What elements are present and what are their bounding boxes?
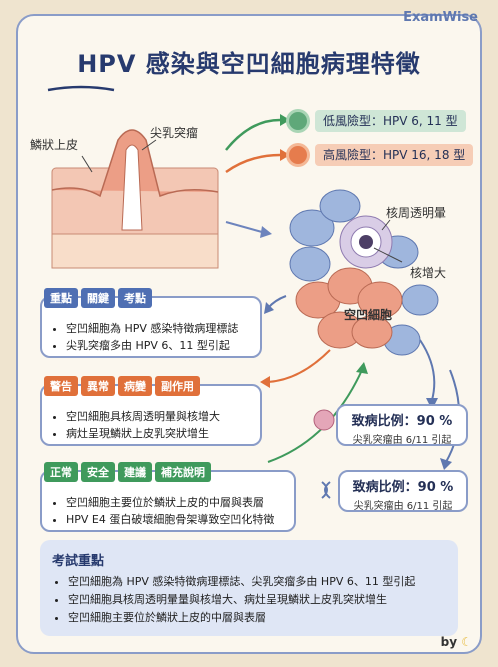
- tag: 警告: [44, 376, 78, 396]
- list-item: 空凹細胞主要位於鱗狀上皮的中層與表層: [68, 609, 446, 627]
- label-koilocyte: 空凹細胞: [344, 308, 393, 322]
- list-item: 空凹細胞為 HPV 感染特徵病理標誌、尖乳突瘤多由 HPV 6、11 型引起: [68, 573, 446, 591]
- label-nucleus: 核增大: [410, 266, 447, 280]
- tag: 補充說明: [155, 462, 211, 482]
- tag: 考點: [118, 288, 152, 308]
- ratio-box-2: 致病比例：90 % 尖乳突瘤由 6/11 引起: [338, 470, 468, 512]
- cell-cluster: [289, 189, 439, 356]
- list-item: 病灶呈現鱗狀上皮乳突狀增生: [66, 425, 252, 442]
- summary-heading: 考試重點: [52, 554, 105, 569]
- title-underline: [47, 85, 115, 92]
- ratio-value: 致病比例：90 %: [352, 480, 454, 495]
- tag: 安全: [81, 462, 115, 482]
- ratio-value: 致病比例：90 %: [351, 414, 453, 429]
- byline: by ☾: [441, 635, 472, 649]
- ratio-box-1: 致病比例：90 % 尖乳突瘤由 6/11 引起: [336, 404, 468, 446]
- warning-tags: 警告 異常 病變 副作用: [44, 376, 200, 396]
- high-risk-label: 高風險型：HPV 16, 18 型: [315, 144, 474, 166]
- tag: 建議: [118, 462, 152, 482]
- low-risk-virus-icon: [289, 112, 307, 130]
- normal-box: 正常 安全 建議 補充說明 空凹細胞主要位於鱗狀上皮的中層與表層 HPV E4 …: [40, 462, 296, 532]
- ratio-note: 尖乳突瘤由 6/11 引起: [352, 435, 452, 446]
- warning-box: 警告 異常 病變 副作用 空凹細胞具核周透明暈與核增大 病灶呈現鱗狀上皮乳突狀增…: [40, 376, 262, 446]
- key-points-box: 重點 關鍵 考點 空凹細胞為 HPV 感染特徵病理標誌 尖乳突瘤多由 HPV 6…: [40, 288, 262, 358]
- brand-logo: ExamWise: [403, 10, 478, 25]
- list-item: 尖乳突瘤多由 HPV 6、11 型引起: [66, 337, 252, 354]
- label-halo: 核周透明暈: [386, 206, 447, 220]
- tag: 病變: [118, 376, 152, 396]
- high-risk-virus-icon: [289, 146, 307, 164]
- low-risk-label: 低風險型：HPV 6, 11 型: [315, 110, 466, 132]
- label-condyloma: 尖乳突瘤: [150, 126, 199, 140]
- label-squamous: 鱗狀上皮: [30, 138, 79, 152]
- list-item: 空凹細胞具核周透明暈量與核增大、病灶呈現鱗狀上皮乳突狀增生: [68, 591, 446, 609]
- ratio-note: 尖乳突瘤由 6/11 引起: [353, 501, 453, 512]
- list-item: 空凹細胞主要位於鱗狀上皮的中層與表層: [66, 494, 286, 511]
- tag: 正常: [44, 462, 78, 482]
- epithelium-illustration: [51, 129, 219, 269]
- tag: 關鍵: [81, 288, 115, 308]
- tag: 副作用: [155, 376, 200, 396]
- normal-tags: 正常 安全 建議 補充說明: [44, 462, 211, 482]
- page-title: HPV 感染與空凹細胞病理特徵: [77, 50, 421, 78]
- list-item: 空凹細胞具核周透明暈與核增大: [66, 408, 252, 425]
- list-item: 空凹細胞為 HPV 感染特徵病理標誌: [66, 320, 252, 337]
- byline-text: by: [440, 635, 458, 649]
- list-item: HPV E4 蛋白破壞細胞骨架導致空凹化特徵: [66, 511, 286, 528]
- banana-icon: ☾: [461, 635, 472, 649]
- tag: 異常: [81, 376, 115, 396]
- exam-summary: 考試重點 空凹細胞為 HPV 感染特徵病理標誌、尖乳突瘤多由 HPV 6、11 …: [40, 540, 458, 636]
- key-tags: 重點 關鍵 考點: [44, 288, 152, 308]
- tag: 重點: [44, 288, 78, 308]
